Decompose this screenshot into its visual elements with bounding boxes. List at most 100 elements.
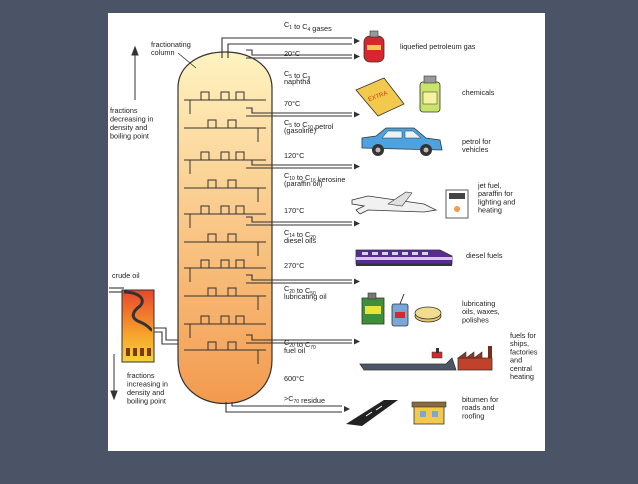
- subscript: 20: [289, 289, 295, 295]
- fraction-temperature: 270°C: [284, 261, 304, 270]
- text-line: ships,: [510, 339, 529, 348]
- factory-icon: [457, 346, 493, 371]
- text-part: to C: [295, 230, 310, 239]
- arrowhead: [354, 338, 360, 345]
- text-line: fuels for: [510, 331, 537, 340]
- fraction-8: >C70 residue: [284, 394, 325, 405]
- fraction-name: C5 to C9: [284, 69, 310, 82]
- jet-icon: [351, 191, 438, 215]
- pipe: [221, 37, 352, 58]
- text-part: C: [284, 20, 289, 29]
- fraction-4: C10 to C16 kerosine(paraffin oil)170°C: [284, 171, 345, 215]
- text-line: decreasing in: [110, 115, 153, 124]
- column-trays: [184, 91, 266, 364]
- text-line: vehicles: [462, 145, 489, 154]
- diagram-panel: [108, 13, 545, 451]
- text-line: and: [510, 356, 522, 365]
- text-line: central: [510, 364, 532, 373]
- fraction-name-line2: naphtha: [284, 77, 311, 86]
- text-line: fractions: [110, 106, 138, 115]
- arrowhead: [354, 53, 360, 60]
- text-part: C: [284, 338, 289, 347]
- text-line: petrol for: [462, 137, 491, 146]
- bubble-cap: [200, 205, 210, 214]
- text-line: jet fuel,: [477, 181, 502, 190]
- bubble-cap: [207, 341, 217, 350]
- pipe: [225, 402, 342, 413]
- bubble-cap: [227, 179, 237, 188]
- bubble-cap: [235, 91, 245, 100]
- train-icon: [355, 249, 453, 266]
- bubble-cap: [235, 315, 245, 324]
- fraction-3: C5 to C10 petrol(gasoline)120°C: [284, 118, 334, 160]
- subscript: 20: [289, 343, 295, 349]
- bubble-cap: [220, 151, 230, 160]
- subscript: 1: [289, 25, 292, 31]
- text-line: fractionating: [151, 40, 191, 49]
- fraction-name: C20 to C50: [284, 284, 316, 297]
- text-part: C: [284, 69, 289, 78]
- text-part: to C: [292, 120, 307, 129]
- bubble-cap: [227, 341, 237, 350]
- bubble-cap: [227, 233, 237, 242]
- arrow-up-head: [131, 45, 139, 56]
- text-part: to C: [295, 286, 310, 295]
- subscript: 20: [310, 235, 316, 241]
- fraction-temperature: 70°C: [284, 99, 300, 108]
- pipe: [246, 216, 352, 223]
- text-line: boiling point: [110, 132, 149, 141]
- car-icon: [361, 127, 443, 156]
- arrowhead: [354, 163, 360, 170]
- road-icon: [346, 400, 398, 426]
- text-part: residue: [299, 396, 325, 405]
- text-part: petrol: [313, 122, 334, 131]
- bubble-cap: [200, 315, 210, 324]
- pipe: [227, 43, 352, 58]
- subscript: 5: [289, 123, 292, 129]
- pipe: [246, 274, 352, 281]
- text-line: oils, waxes,: [462, 307, 500, 316]
- use-labels: liquefied petroleum gas chemicals petrol f…: [400, 42, 538, 420]
- text-line: chemicals: [462, 88, 495, 97]
- fraction-temperature: 170°C: [284, 206, 304, 215]
- fraction-name-line2: diesel oils: [284, 236, 316, 245]
- pipe: [246, 107, 352, 114]
- subscript: 9: [307, 76, 310, 82]
- furnace-coil: [123, 290, 153, 332]
- bubble-cap: [220, 315, 230, 324]
- fraction-use: liquefied petroleum gas: [400, 42, 476, 51]
- text-line: liquefied petroleum gas: [400, 42, 476, 51]
- text-part: to C: [292, 22, 307, 31]
- text-part: to C: [295, 340, 310, 349]
- crude-oil-label: crude oil: [112, 271, 140, 280]
- arrowhead: [354, 38, 360, 44]
- fraction-temperature: 20°C: [284, 49, 300, 58]
- column-label-pointer: [177, 52, 197, 69]
- subscript: 5: [289, 74, 292, 80]
- fraction-name: C1 to C4 gases: [284, 20, 332, 33]
- arrowhead: [344, 406, 350, 412]
- bubble-cap: [235, 205, 245, 214]
- text-part: to C: [292, 71, 307, 80]
- text-line: density and: [110, 123, 147, 132]
- text-part: to C: [295, 173, 310, 182]
- subscript: 14: [289, 233, 295, 239]
- bubble-cap: [207, 233, 217, 242]
- bubble-cap: [207, 179, 217, 188]
- fraction-name: C10 to C16 kerosine: [284, 171, 345, 184]
- text-line: roofing: [462, 411, 484, 420]
- subscript: 4: [307, 27, 310, 33]
